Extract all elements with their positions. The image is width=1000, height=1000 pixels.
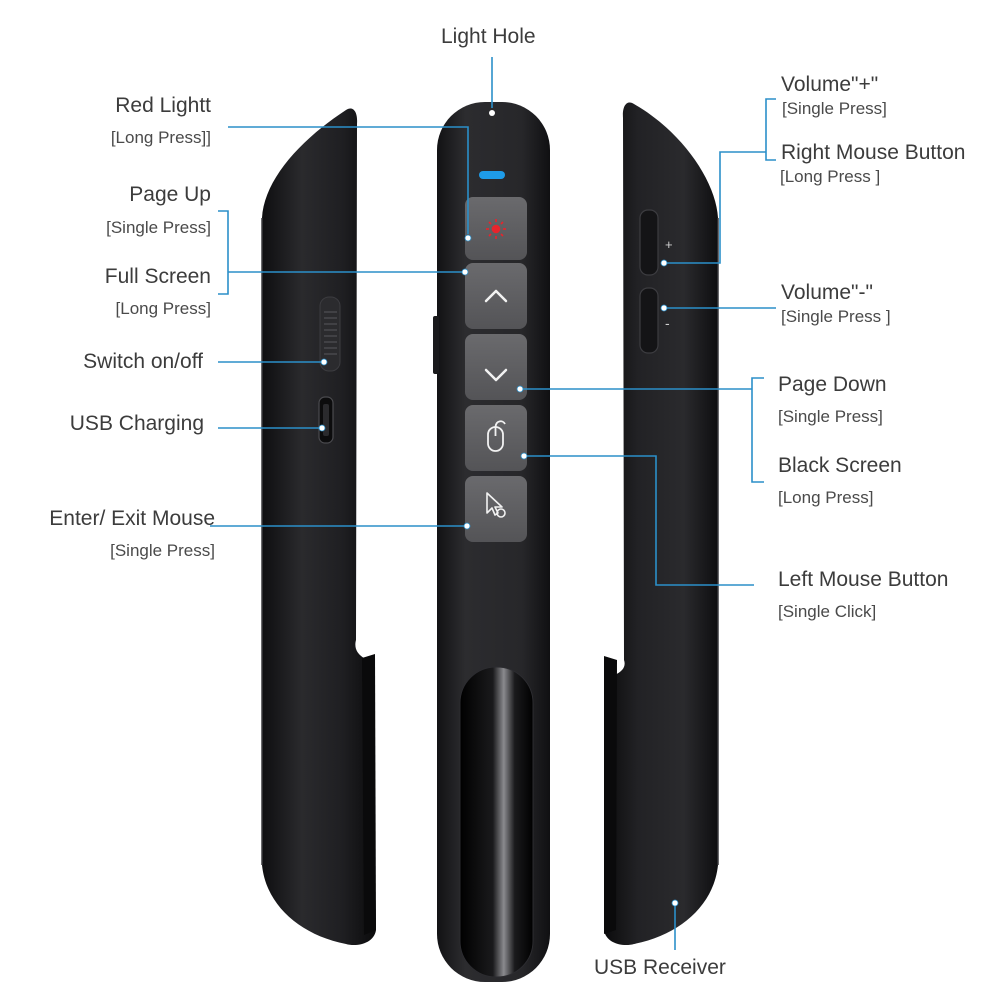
leader-lines [210,57,776,950]
front-clip [460,667,533,977]
leader-page-down-bracket [751,377,764,483]
label-volume-minus: Volume"-" [781,281,873,304]
cursor-icon [486,492,506,518]
indicator-led [479,171,505,179]
leader-dots [318,234,679,907]
right-side-view: + - [604,102,719,946]
label-red-light: Red Lightt [115,94,211,117]
label-black-screen-sub: [Long Press] [778,488,874,507]
minus-mark: - [665,315,670,331]
label-enter-exit-mouse: Enter/ Exit Mouse [49,507,215,530]
label-page-down: Page Down [778,373,887,396]
label-page-down-sub: [Single Press] [778,407,883,426]
label-black-screen: Black Screen [778,454,902,477]
volume-minus-button[interactable] [639,287,659,354]
left-side-clip [362,654,376,935]
right-side-clip [604,656,617,934]
volume-plus-button[interactable] [639,209,659,276]
mouse-button[interactable] [465,405,527,471]
label-red-light-sub: [Long Press]] [110,128,211,147]
mouse-icon [487,420,506,452]
label-switch: Switch on/off [83,350,203,373]
label-left-mouse-sub: [Single Click] [778,602,877,621]
label-full-screen: Full Screen [104,265,211,288]
leader-volume-plus-bracket [765,98,776,161]
leader-page-up-bracket [218,210,229,295]
label-volume-plus-sub: [Single Press] [782,99,887,118]
label-page-up-sub: [Single Press] [106,218,211,237]
label-usb-receiver: USB Receiver [594,956,726,979]
laser-icon [486,219,506,239]
page-down-button[interactable] [465,334,527,400]
plus-mark: + [665,237,673,252]
label-volume-plus: Volume"+" [781,73,879,96]
front-view [433,102,550,982]
leader-volume-plus [664,151,766,264]
label-full-screen-sub: [Long Press] [115,299,211,318]
label-page-up: Page Up [129,183,211,206]
label-right-mouse-sub: [Long Press ] [780,167,881,186]
label-usb-charging: USB Charging [69,412,204,435]
leader-red-light [228,126,469,234]
label-light-hole: Light Hole [441,25,536,48]
label-enter-exit-mouse-sub: [Single Press] [110,541,215,560]
switch-ridges [324,311,337,355]
label-volume-minus-sub: [Single Press ] [781,307,891,326]
power-switch[interactable] [319,296,341,372]
leader-left-mouse [524,455,754,586]
light-hole [489,110,495,116]
chevron-down-icon [484,368,508,382]
label-left-mouse: Left Mouse Button [778,568,949,591]
label-right-mouse: Right Mouse Button [781,141,966,164]
page-up-button[interactable] [465,263,527,329]
right-side-body [604,102,718,946]
chevron-up-icon [484,289,508,303]
